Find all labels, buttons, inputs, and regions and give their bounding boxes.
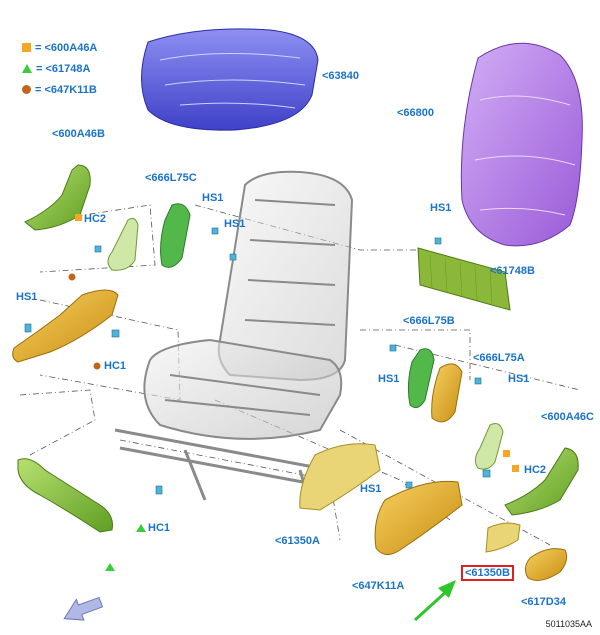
bracket-666l75b bbox=[407, 348, 435, 409]
label-666l75a: <666L75A bbox=[473, 352, 525, 364]
label-hs1: HS1 bbox=[430, 202, 452, 214]
document-id: 5011035AA bbox=[545, 619, 592, 629]
legend-text: = <61748A bbox=[36, 63, 91, 75]
lower-green-rail bbox=[17, 458, 113, 533]
label-hs1: HS1 bbox=[202, 192, 224, 204]
legend-text: = <647K11B bbox=[35, 84, 97, 96]
label-647k11a: <647K11A bbox=[352, 580, 405, 592]
panel-647k11a bbox=[374, 480, 463, 555]
cover-666l75a bbox=[431, 363, 463, 423]
mesh-panel-61748b bbox=[417, 247, 511, 311]
green-triangle-marker bbox=[136, 524, 146, 532]
label-hc2: HC2 bbox=[84, 213, 107, 225]
label-600a46c: <600A46C bbox=[541, 411, 594, 423]
light-green-bracket-right bbox=[474, 423, 504, 470]
clip-icons bbox=[24, 227, 491, 495]
label-hs1: HS1 bbox=[224, 218, 246, 230]
circle-icon bbox=[22, 85, 31, 94]
bracket-666l75c bbox=[160, 203, 191, 268]
side-trim-600a46c bbox=[504, 447, 579, 516]
left-yellow-panel bbox=[12, 289, 119, 363]
square-icon bbox=[22, 43, 31, 52]
label-666l75b: <666L75B bbox=[403, 315, 455, 327]
label-hs1: HS1 bbox=[16, 291, 38, 303]
cover-617d34 bbox=[524, 548, 568, 581]
panel-61350a bbox=[299, 443, 381, 511]
label-hs1: HS1 bbox=[378, 373, 400, 385]
label-600a46b: <600A46B bbox=[52, 128, 105, 140]
legend-item-circle: = <647K11B bbox=[22, 84, 97, 96]
seat-frame bbox=[114, 170, 354, 506]
green-triangle-marker bbox=[105, 563, 115, 571]
label-617d34: <617D34 bbox=[521, 596, 566, 608]
triangle-icon bbox=[22, 64, 32, 73]
brown-circle-marker bbox=[68, 273, 76, 281]
label-hc2: HC2 bbox=[524, 464, 547, 476]
label-hc1: HC1 bbox=[104, 360, 127, 372]
label-61350a: <61350A bbox=[275, 535, 320, 547]
brown-circle-marker bbox=[93, 362, 101, 370]
legend-text: = <600A46A bbox=[35, 42, 98, 54]
label-hc1: HC1 bbox=[148, 522, 171, 534]
orange-square-marker bbox=[512, 465, 519, 472]
label-61748b: <61748B bbox=[490, 265, 535, 277]
seat-cushion-63840 bbox=[141, 28, 319, 131]
legend-item-square: = <600A46A bbox=[22, 42, 97, 54]
label-61350b-highlighted: <61350B bbox=[461, 565, 514, 581]
label-66800: <66800 bbox=[397, 107, 435, 119]
label-63840: <63840 bbox=[322, 70, 360, 82]
panel-61350b bbox=[485, 522, 521, 553]
orange-square-marker bbox=[75, 214, 82, 221]
legend-item-triangle: = <61748A bbox=[22, 63, 90, 75]
side-trim-600a46b bbox=[24, 164, 91, 231]
light-green-bracket bbox=[107, 217, 139, 271]
label-hs1: HS1 bbox=[508, 373, 530, 385]
seat-back-66800 bbox=[460, 42, 583, 247]
label-hs1: HS1 bbox=[360, 483, 382, 495]
green-arrow-icon bbox=[413, 580, 456, 622]
label-666l75c: <666L75C bbox=[145, 172, 197, 184]
front-direction-arrow-icon bbox=[63, 596, 104, 621]
orange-square-marker bbox=[503, 450, 510, 457]
